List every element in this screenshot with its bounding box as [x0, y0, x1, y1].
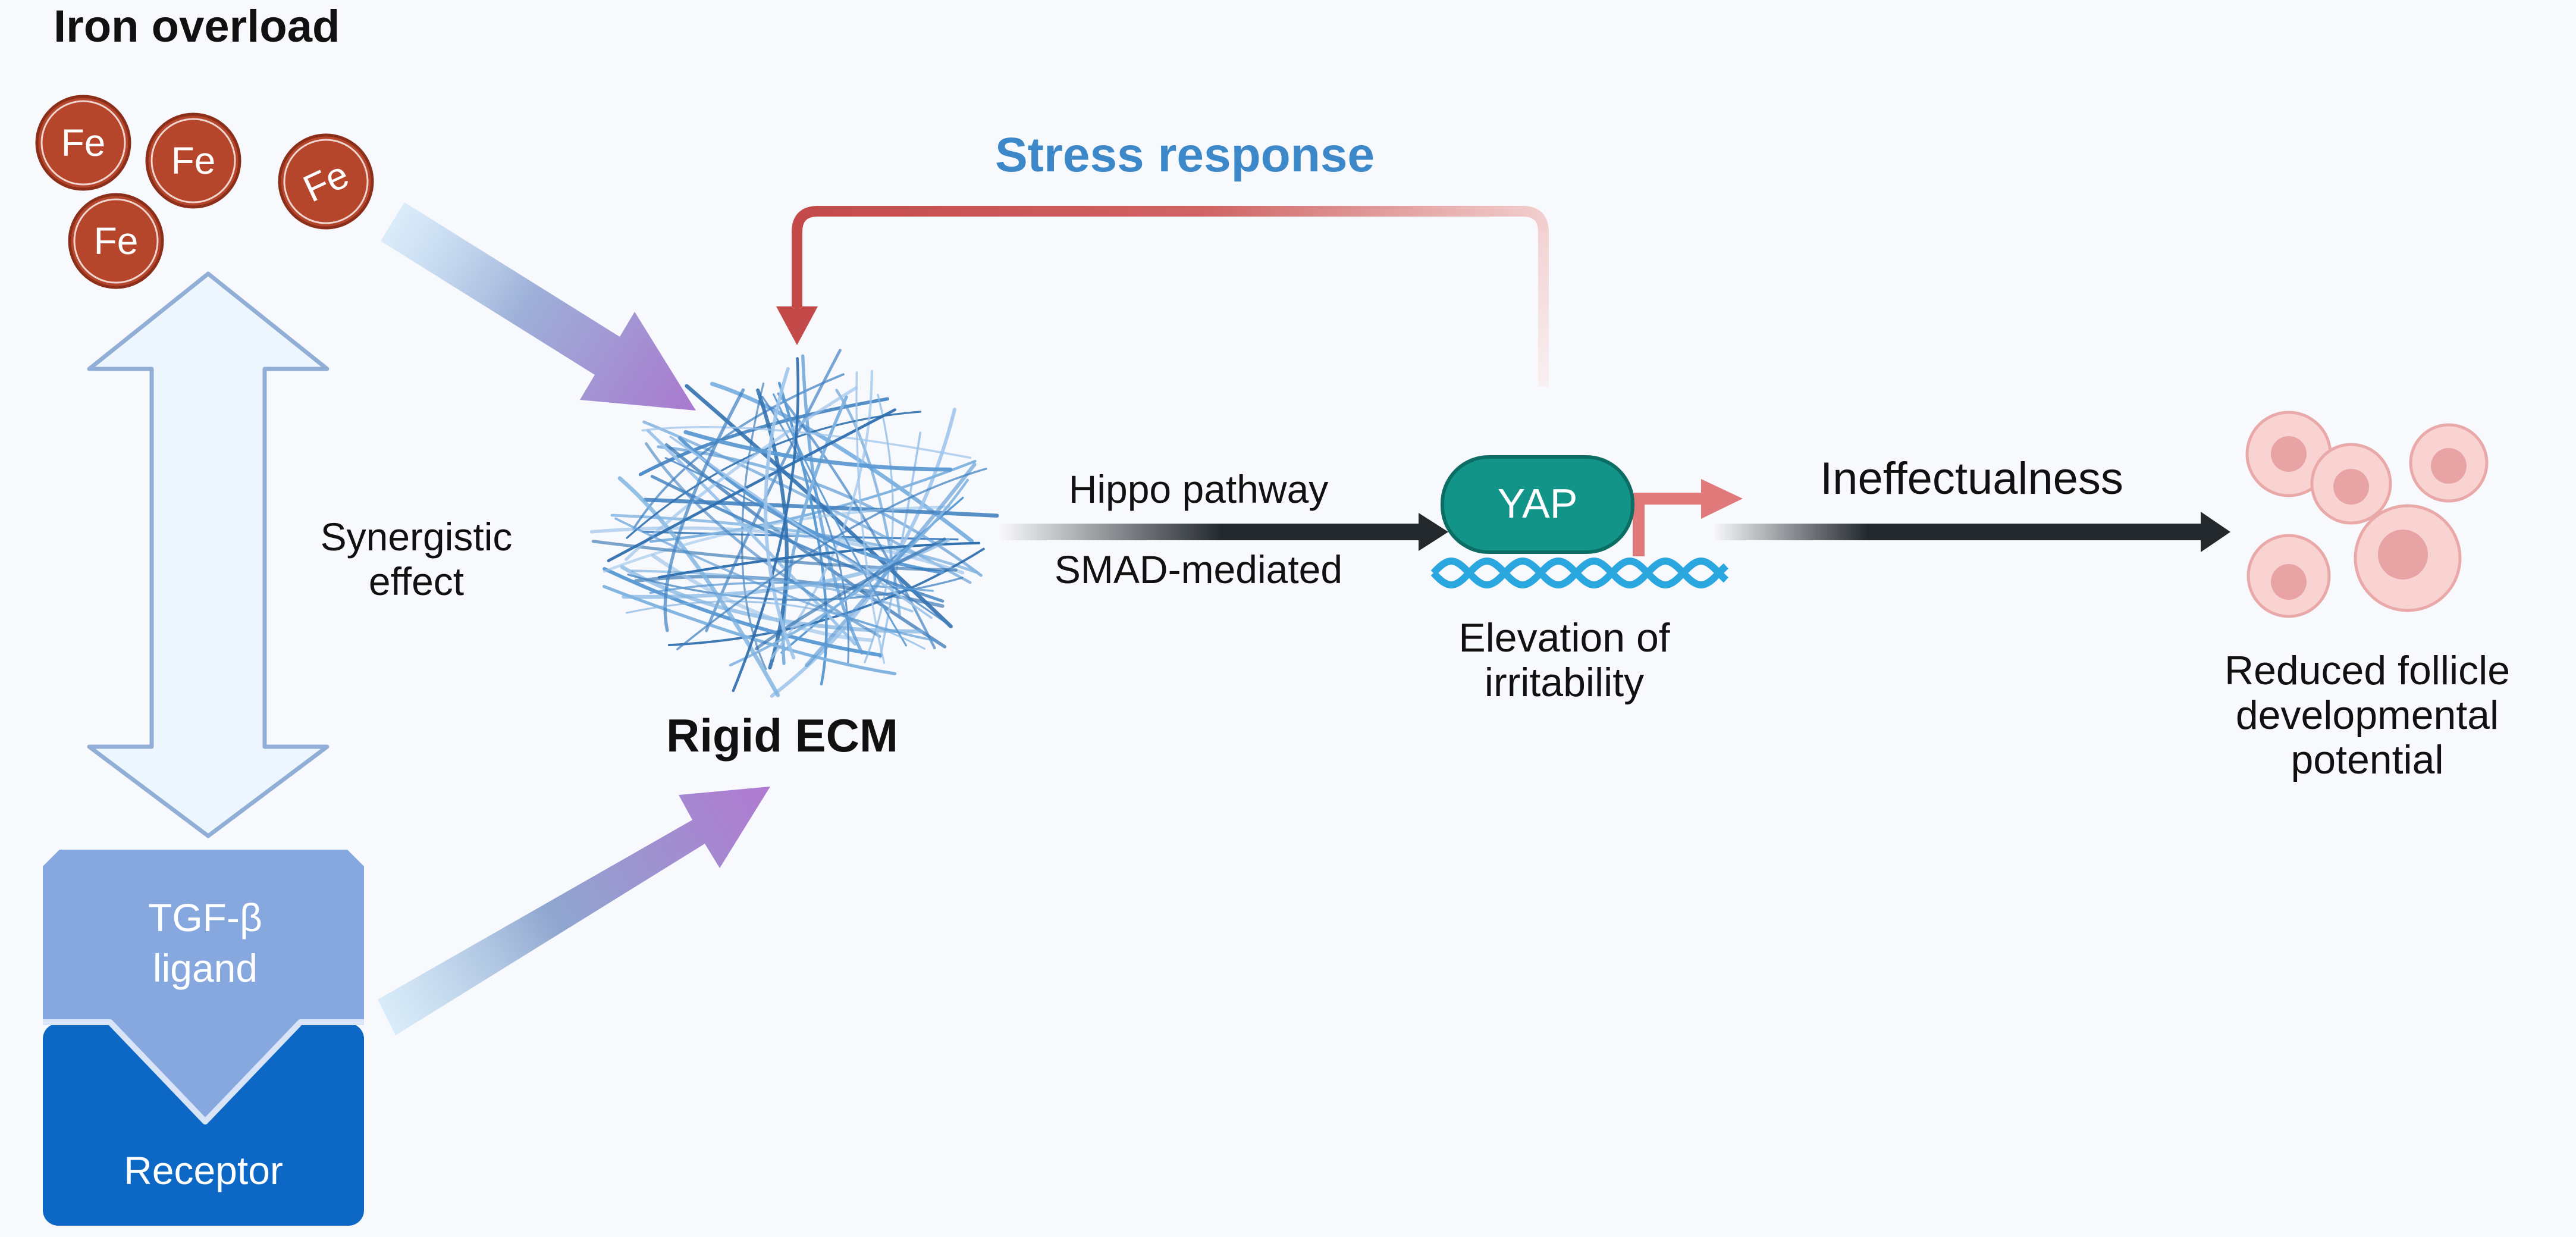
ecm-fiber — [641, 426, 972, 459]
iron-particle: Fe — [145, 112, 241, 209]
transcription-arrowhead — [1701, 479, 1743, 519]
receptor-label: Receptor — [124, 1148, 283, 1192]
ineffectualness-arrow-shaft — [1713, 524, 2216, 540]
transcription-start-arrow — [1633, 493, 1704, 556]
ecm-fiber — [732, 357, 799, 693]
yap-caption-line1: Elevation of — [1458, 615, 1670, 660]
follicle-caption-line3: potential — [2291, 737, 2443, 782]
ecm-fiber — [754, 537, 946, 650]
follicle-cell — [2310, 443, 2392, 525]
iron-particle: Fe — [35, 95, 131, 191]
ecm-fiber — [651, 553, 874, 643]
tgf-to-ecm-arrow — [378, 787, 770, 1035]
iron-particle-label: Fe — [171, 139, 216, 182]
follicle-cell — [2409, 423, 2489, 503]
hippo-smad-arrowhead — [1419, 513, 1448, 551]
ecm-fiber — [801, 354, 864, 655]
tgf-receptor-complex: TGF-β ligand Receptor — [43, 850, 364, 1226]
ecm-fiber — [805, 462, 977, 668]
ineffectualness-label: Ineffectualness — [1820, 453, 2123, 504]
ecm-fiber — [591, 540, 958, 572]
ecm-fiber — [649, 459, 977, 543]
iron-to-ecm-arrow — [381, 202, 696, 411]
follicle-cell — [2246, 534, 2331, 618]
ecm-fiber — [607, 408, 896, 562]
ineffectualness-arrowhead — [2201, 512, 2230, 552]
ecm-fiber — [603, 567, 883, 657]
follicle-cell — [2354, 504, 2462, 612]
synergy-double-arrow — [87, 271, 330, 838]
receptor-block — [43, 1023, 364, 1226]
ecm-fiber — [683, 430, 953, 472]
stress-arrowhead — [776, 306, 818, 345]
rigid-ecm-mesh — [589, 349, 999, 698]
ecm-fiber — [777, 381, 828, 685]
ecm-fiber — [625, 600, 926, 650]
hippo-smad-arrow-shaft — [999, 524, 1425, 540]
dna-helix — [1430, 558, 1729, 588]
iron-overload-title: Iron overload — [54, 1, 340, 52]
synergy-label-line1: Synergistic — [321, 515, 513, 559]
ecm-fiber — [603, 505, 951, 573]
yap-label: YAP — [1498, 480, 1578, 527]
iron-particle-label: Fe — [94, 220, 139, 262]
follicle-caption-line1: Reduced follicle — [2224, 648, 2510, 693]
ligand-label-line2: ligand — [153, 946, 258, 990]
stress-response-label: Stress response — [995, 128, 1375, 182]
ecm-fiber — [764, 367, 796, 660]
ecm-fiber — [676, 468, 987, 650]
pathway-label-bottom: SMAD-mediated — [1055, 547, 1342, 591]
iron-particle-label: Fe — [61, 121, 106, 164]
ecm-fiber — [602, 585, 897, 675]
ecm-label: Rigid ECM — [666, 709, 898, 762]
ligand-label-line1: TGF-β — [148, 895, 262, 940]
ecm-fiber — [879, 431, 922, 659]
yap-protein — [1441, 455, 1634, 554]
iron-particle: Fe — [278, 133, 374, 230]
yap-caption-line2: irritability — [1485, 660, 1644, 705]
ligand-block — [43, 850, 364, 1122]
ecm-fiber — [657, 445, 983, 577]
follicle-caption-line2: developmental — [2236, 693, 2499, 738]
stress-response-arrow — [792, 206, 1549, 306]
pathway-label-top: Hippo pathway — [1069, 467, 1329, 511]
ecm-fiber — [645, 442, 881, 638]
ecm-fiber — [663, 388, 745, 632]
iron-particle: Fe — [68, 193, 164, 289]
ecm-fiber — [614, 517, 938, 642]
ecm-fiber — [667, 547, 985, 647]
ecm-fiber — [773, 393, 908, 647]
synergy-label-line2: effect — [369, 559, 464, 603]
